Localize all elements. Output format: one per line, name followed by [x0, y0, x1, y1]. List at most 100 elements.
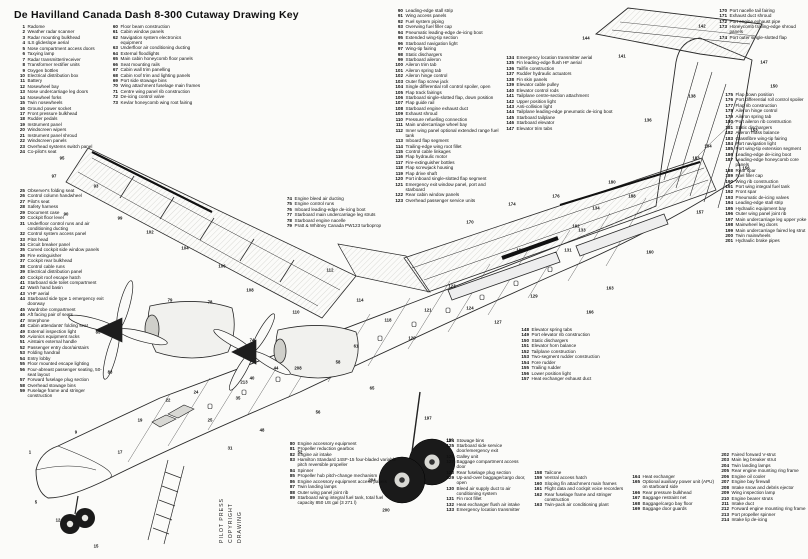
key-item-label: Cabin attendants' folding seat [27, 323, 88, 329]
key-item-label: Flap screwjack housing [405, 165, 454, 171]
key-item-label: Upper position light [516, 98, 556, 104]
key-item-number: 143 [506, 103, 514, 109]
key-item-number: 20 [19, 127, 25, 133]
key-item-number: 169 [632, 506, 640, 512]
key-item-label: Radar transmitter/receiver [27, 56, 81, 62]
callout-number: 127 [494, 319, 502, 325]
key-item-label: Kevlar honeycomb wing root fairing [120, 99, 193, 105]
key-item-label: Entry lobby [27, 355, 51, 361]
key-item-number: 104 [395, 84, 403, 90]
callout-number: 197 [424, 415, 432, 421]
key-item-number: 132 [446, 501, 454, 507]
key-item-label: Rear pressure bulkhead [642, 489, 692, 495]
key-item-label: Intake snow and debris ejector [731, 484, 794, 490]
key-item-label: Radome [27, 24, 45, 29]
key-item-label: Nosewheel bay [27, 83, 59, 89]
key-item-label: Starboard side type 1 emergency exit doo… [27, 296, 104, 307]
key-item-label: Port nacelle tail fairing [729, 8, 775, 13]
key-item-number: 2 [22, 29, 25, 35]
callout-number: 48 [259, 427, 265, 433]
key-item-label: Spinner [297, 467, 314, 473]
key-item-label: External inspection light [27, 328, 77, 334]
key-item-label: Tailplane construction [531, 348, 576, 354]
key-item-number: 122 [395, 192, 403, 198]
key-item-label: Safety harness [27, 204, 59, 210]
key-item-number: 50 [19, 334, 25, 340]
credit-line: COPYRIGHT [228, 503, 234, 543]
key-item-label: Fin skin panels [516, 76, 548, 82]
key-item-number: 77 [286, 212, 292, 218]
key-item-number: 141 [506, 93, 514, 99]
key-item-label: Control column handwheel [27, 193, 82, 199]
callout-number: 163 [606, 285, 614, 291]
key-item-label: Stowage bins [456, 438, 485, 443]
key-item-number: 194 [725, 200, 733, 206]
callout-number: 58 [335, 359, 341, 365]
key-item-number: 19 [19, 121, 25, 127]
key-item-number: 118 [395, 165, 403, 171]
key-item-label: Starboard side service door/emergency ex… [456, 443, 503, 454]
key-item-label: Tailplane leading-edge pneumatic de-icin… [516, 109, 613, 115]
key-item-label: Airstairs external handle [27, 339, 77, 345]
key-item-label: Wing attachment fuselage main frames [120, 83, 201, 89]
key-item-label: ILS glideslope aerial [27, 40, 69, 46]
key-item-label: Single differential roll control spoiler… [405, 84, 491, 90]
key-item-label: Ventral access hatch [544, 475, 587, 481]
key-item-number: 180 [725, 119, 733, 125]
key-item-label: Port propeller spinner [731, 511, 776, 517]
key-item-label: Wardrobe compartment [27, 306, 76, 312]
key-item-number: 45 [19, 306, 25, 312]
callout-number: 85 [95, 329, 101, 335]
key-item-label: Two-segment rudder construction [531, 354, 600, 360]
callout-number: 9 [74, 429, 78, 435]
key-item-label: Starboard engine exhaust duct [405, 105, 469, 111]
key-item-label: Starboard wing integral fuel tank, total… [297, 494, 384, 506]
key-item-label: Main undercarriage faired leg strut [735, 227, 806, 233]
key-item-number: 210 [721, 495, 729, 501]
key-item-number: 24 [19, 149, 25, 155]
callout-number: 160 [646, 249, 654, 255]
key-item-number: 164 [632, 474, 640, 479]
key-item-number: 70 [112, 83, 118, 89]
key-item-number: 75 [286, 201, 292, 207]
callout-number: 110 [292, 309, 300, 315]
key-item-label: Tailcone [544, 470, 562, 475]
key-item-label: Heat exchanger [642, 474, 675, 479]
key-item-number: 167 [632, 495, 640, 501]
